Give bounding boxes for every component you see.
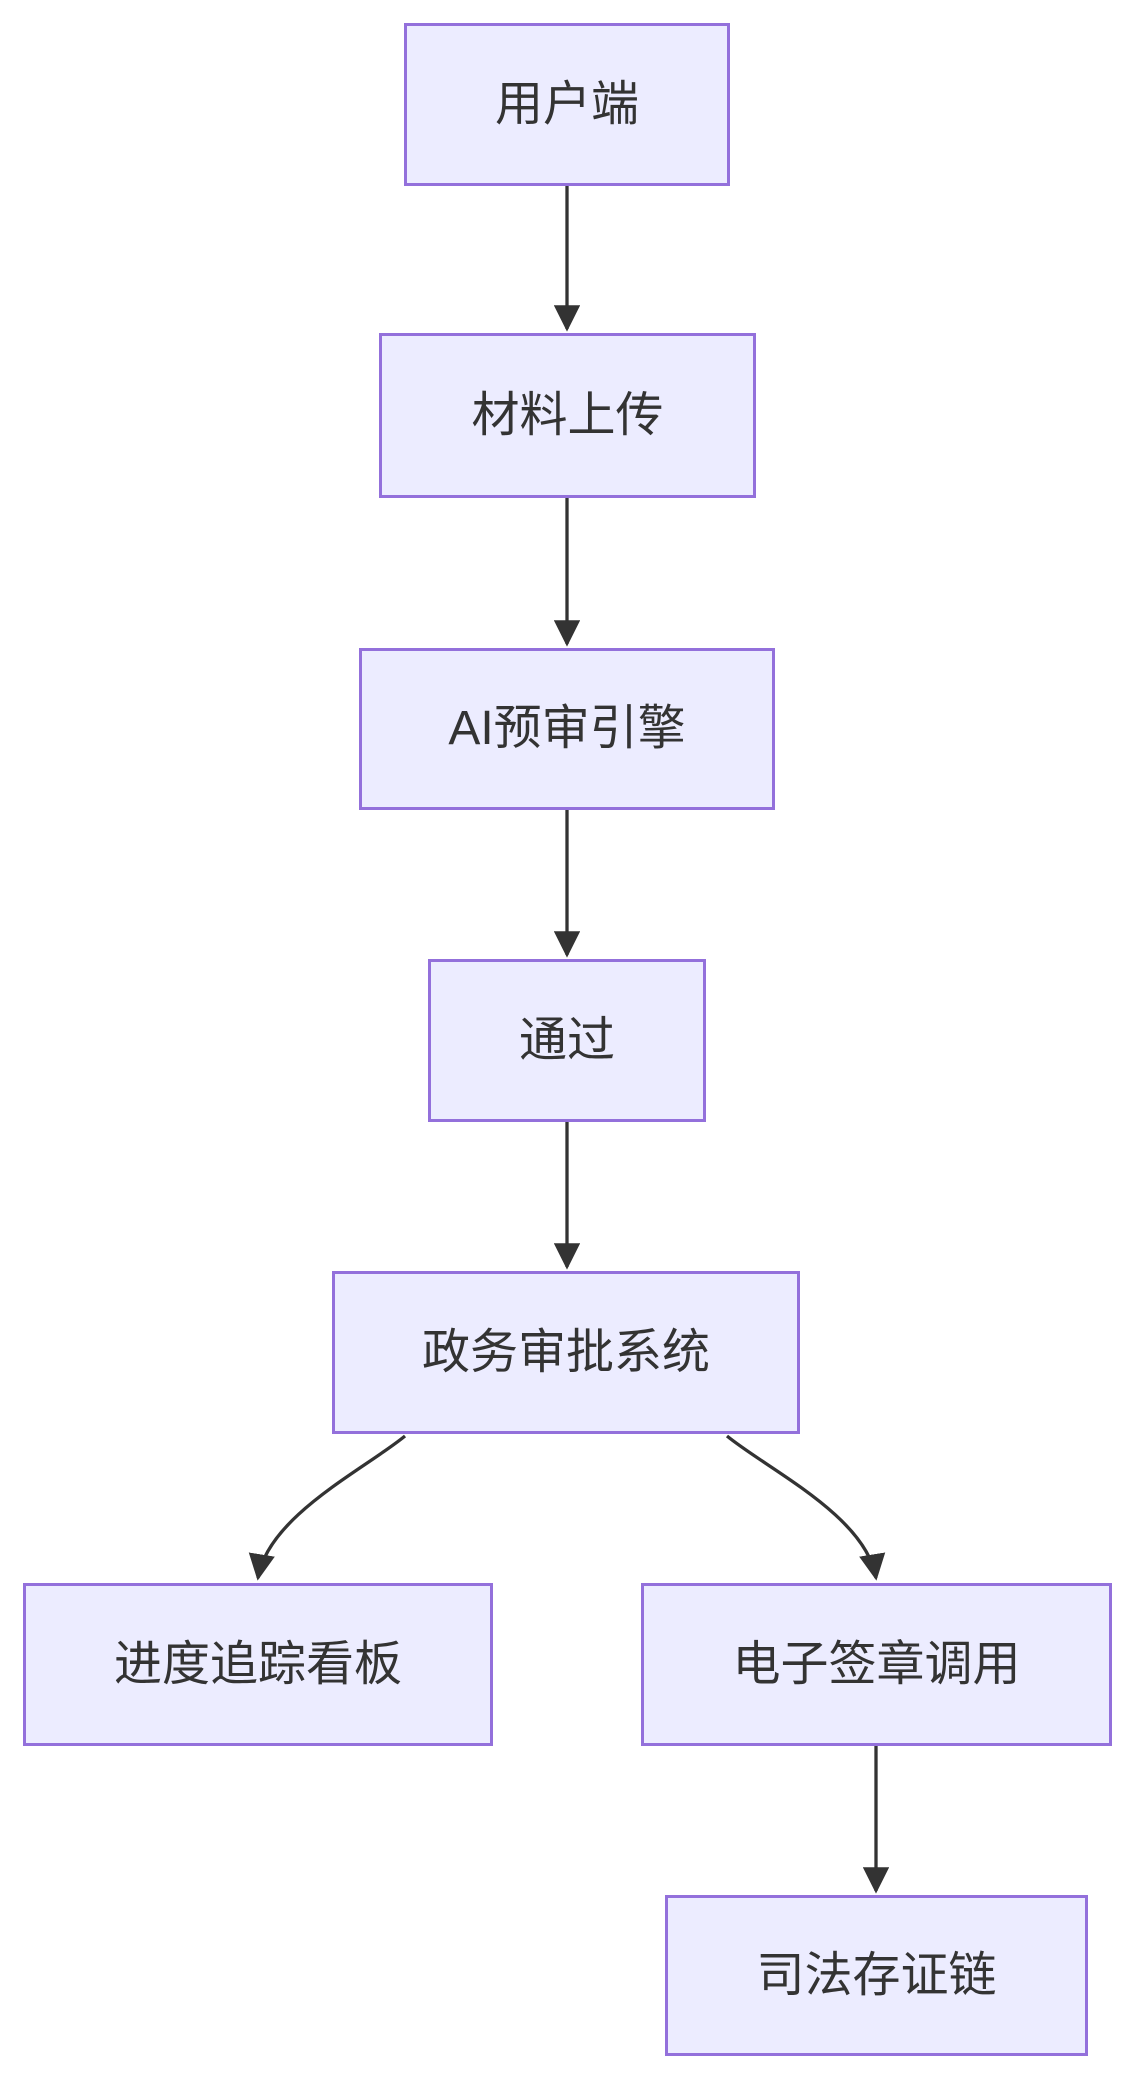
node-ai-precheck-engine-label: AI预审引擎 [448, 702, 686, 756]
node-judicial-evidence-chain-label: 司法存证链 [756, 1948, 997, 2002]
node-judicial-evidence-chain: 司法存证链 [665, 1895, 1088, 2056]
node-esignature-call: 电子签章调用 [641, 1583, 1112, 1746]
node-government-approval-system: 政务审批系统 [332, 1271, 800, 1434]
node-pass-label: 通过 [518, 1013, 615, 1067]
node-progress-tracking-board-label: 进度追踪看板 [113, 1637, 402, 1691]
node-material-upload: 材料上传 [379, 333, 756, 498]
node-material-upload-label: 材料上传 [471, 388, 664, 442]
node-user-client: 用户端 [404, 23, 730, 186]
node-ai-precheck-engine: AI预审引擎 [359, 648, 775, 810]
edge-gov-to-esign [725, 1434, 886, 1581]
edge-gov-to-progress [248, 1434, 407, 1581]
node-esignature-call-label: 电子签章调用 [732, 1637, 1021, 1691]
node-user-client-label: 用户端 [494, 77, 639, 131]
node-pass: 通过 [428, 959, 706, 1122]
node-government-approval-system-label: 政务审批系统 [421, 1325, 710, 1379]
node-progress-tracking-board: 进度追踪看板 [23, 1583, 493, 1746]
